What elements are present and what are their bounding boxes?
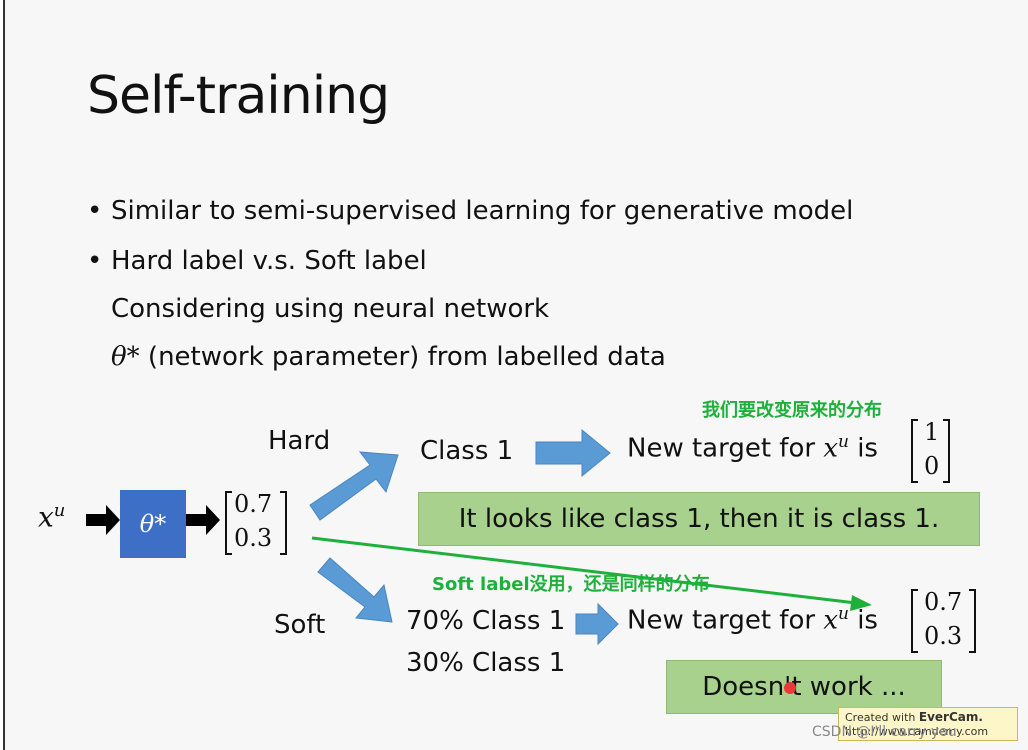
output-vector: 0.7 0.3 [222, 488, 292, 560]
bullet-dot: • [87, 196, 103, 226]
hard-value-2: 0 [924, 452, 940, 480]
bullet-dot: • [87, 246, 103, 276]
csdn-watermark: CSDN @I'll carry you [812, 724, 957, 740]
model-box: θ* [120, 490, 186, 558]
hard-label: Hard [268, 426, 331, 456]
soft-target-vector: 0.7 0.3 [912, 588, 982, 654]
bullet-1-text: Similar to semi-supervised learning for … [111, 196, 854, 226]
annotation-mid: Soft label没用，还是同样的分布 [432, 574, 710, 595]
annotation-arrow-line [311, 536, 857, 605]
soft-class-2: 30% Class 1 [406, 648, 566, 678]
hard-note-box: It looks like class 1, then it is class … [418, 492, 980, 546]
bullet-2: • Hard label v.s. Soft label [87, 246, 427, 276]
soft-diagonal-arrow [317, 557, 393, 623]
soft-note-box: Doesn't work ... [666, 660, 942, 714]
model-output-arrow [186, 505, 220, 535]
sub-line-1: Considering using neural network [111, 294, 550, 324]
hard-vector-brackets [911, 419, 950, 483]
output-vector-brackets [225, 491, 287, 555]
bullet-1: • Similar to semi-supervised learning for… [87, 196, 853, 226]
sub-line-2: θ* (network parameter) from labelled dat… [111, 342, 666, 372]
stamp-line-1: Created with EverCam. [845, 710, 983, 724]
soft-value-2: 0.3 [924, 622, 963, 650]
output-value-2: 0.3 [234, 524, 273, 552]
soft-right-arrow [575, 602, 619, 646]
input-variable: xu [38, 500, 66, 534]
hard-value-1: 1 [924, 418, 940, 446]
input-arrow [86, 505, 120, 535]
slide-title: Self-training [87, 66, 390, 126]
cursor-dot [784, 682, 796, 694]
output-value-1: 0.7 [234, 490, 273, 518]
soft-vector-brackets [911, 589, 976, 653]
bullet-2-text: Hard label v.s. Soft label [111, 246, 427, 276]
evercam-stamp: Created with EverCam. http://www.camdemy… [838, 707, 1018, 741]
soft-value-1: 0.7 [924, 588, 963, 616]
stamp-line-2: http://www.camdemy.com [845, 725, 989, 738]
theta-symbol: θ* [111, 342, 140, 372]
annotation-top: 我们要改变原来的分布 [702, 400, 882, 421]
hard-target-vector: 1 0 [912, 418, 954, 484]
hard-class: Class 1 [420, 436, 514, 466]
soft-target-text: New target for xu is [627, 604, 878, 636]
sub-line-2-text: (network parameter) from labelled data [139, 342, 666, 372]
soft-class-1: 70% Class 1 [406, 606, 566, 636]
slide: Self-training • Similar to semi-supervise… [3, 0, 1028, 750]
annotation-arrow-head [850, 595, 872, 611]
hard-target-text: New target for xu is [627, 432, 878, 464]
soft-label: Soft [274, 610, 326, 640]
hard-diagonal-arrow [309, 451, 399, 521]
hard-right-arrow [535, 428, 611, 478]
